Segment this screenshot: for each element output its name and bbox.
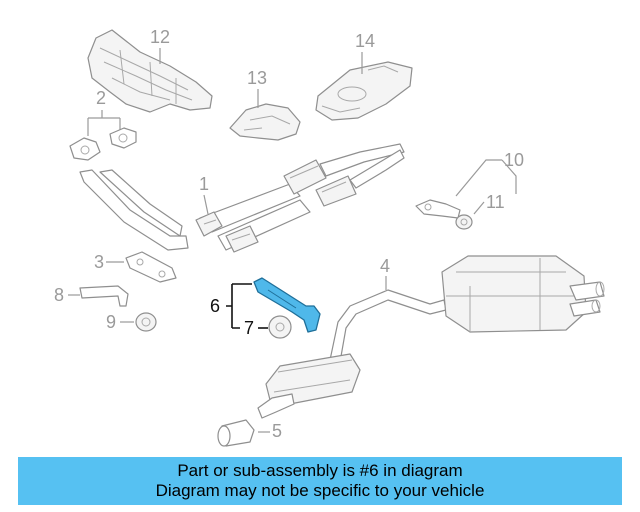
callout-5: 5 <box>272 421 282 441</box>
info-banner: Part or sub-assembly is #6 in diagram Di… <box>18 457 622 505</box>
part-2-gasket-right[interactable] <box>109 127 137 149</box>
callout-2: 2 <box>96 88 106 108</box>
part-6-exhaust-bracket-highlighted[interactable] <box>253 277 321 333</box>
part-9-rubber-mount[interactable] <box>135 312 157 332</box>
callout-13: 13 <box>247 68 267 88</box>
banner-line-2: Diagram may not be specific to your vehi… <box>155 481 485 500</box>
callout-14: 14 <box>355 31 375 51</box>
leader-11 <box>473 201 485 215</box>
exhaust-parts-diagram: 12 14 13 2 1 10 <box>54 27 605 447</box>
callout-9: 9 <box>106 312 116 332</box>
callout-12: 12 <box>150 27 170 47</box>
callout-1: 1 <box>199 174 209 194</box>
part-7-insulator[interactable] <box>268 315 292 339</box>
callout-8: 8 <box>54 285 64 305</box>
part-3-flange-gasket[interactable] <box>125 251 177 283</box>
part-5-clamp[interactable] <box>217 419 255 447</box>
center-muffler[interactable] <box>257 353 361 419</box>
callout-6: 6 <box>210 296 220 316</box>
part-4-rear-pipe-muffler[interactable] <box>329 255 605 363</box>
part-2-gasket-left[interactable] <box>69 137 101 161</box>
part-12-heat-shield[interactable] <box>87 29 213 113</box>
banner-line-1: Part or sub-assembly is #6 in diagram <box>177 461 463 480</box>
leader-6 <box>226 283 252 329</box>
callout-10: 10 <box>504 150 524 170</box>
leader-2 <box>87 110 121 136</box>
callout-4: 4 <box>380 256 390 276</box>
part-14-heat-shield[interactable] <box>315 61 413 121</box>
part-11-insulator[interactable] <box>455 214 473 230</box>
callout-3: 3 <box>94 252 104 272</box>
callout-7: 7 <box>244 318 254 338</box>
part-1-front-pipe[interactable] <box>79 143 405 253</box>
leader-1 <box>203 194 209 215</box>
callout-11: 11 <box>486 192 505 212</box>
part-8-hanger-strap[interactable] <box>79 285 129 307</box>
part-13-bracket[interactable] <box>229 103 301 141</box>
part-10-hanger-bracket[interactable] <box>415 199 461 219</box>
leader-10 <box>455 159 517 197</box>
